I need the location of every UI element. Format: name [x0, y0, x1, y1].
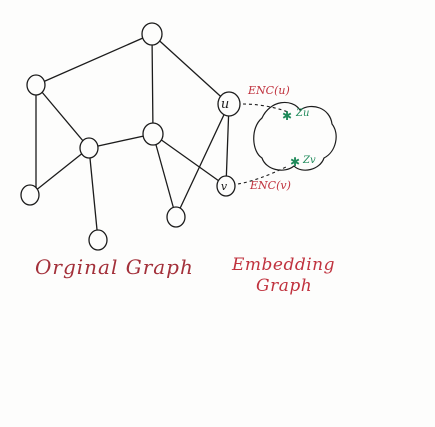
embedding-caption-line1: Embedding	[231, 255, 335, 275]
graph-edges	[29, 33, 230, 241]
embedding-caption-line2: Graph	[256, 276, 312, 296]
z-u-point-marker: ✱	[282, 109, 292, 123]
node-v-label: v	[221, 180, 228, 193]
node-n4	[142, 122, 164, 146]
enc-v-label: ENC(v)	[249, 179, 291, 192]
edge-n4-n5	[88, 133, 154, 149]
edge-n2-n6	[35, 84, 90, 149]
node-n5	[20, 184, 40, 206]
edge-n3-n8	[88, 147, 99, 241]
node-n7	[166, 206, 186, 228]
node-n1	[141, 22, 163, 46]
z-v-point-marker: ✱	[290, 155, 300, 169]
z-u-label: Zu	[295, 108, 309, 119]
node-n6	[88, 229, 108, 251]
node-u	[217, 91, 241, 117]
node-n2	[26, 74, 46, 96]
original-graph-caption: Orginal Graph	[35, 255, 194, 279]
z-v-label: Zv	[302, 155, 316, 166]
embedding-space-blob	[253, 101, 337, 171]
node-n3	[79, 137, 99, 159]
edge-n1-n4	[35, 33, 153, 86]
enc-u-label: ENC(u)	[247, 84, 290, 97]
node-v	[216, 175, 236, 197]
edge-n4-v	[152, 133, 227, 187]
graph-nodes	[20, 22, 241, 251]
edge-u-v	[225, 103, 230, 187]
edge-n1-u	[151, 33, 230, 105]
edge-n5-n6	[175, 103, 230, 218]
edge-n3-n5	[29, 147, 90, 196]
edge-n4-n7	[152, 133, 177, 218]
node-u-label: u	[221, 97, 229, 112]
edge-n1-n3	[151, 33, 154, 135]
